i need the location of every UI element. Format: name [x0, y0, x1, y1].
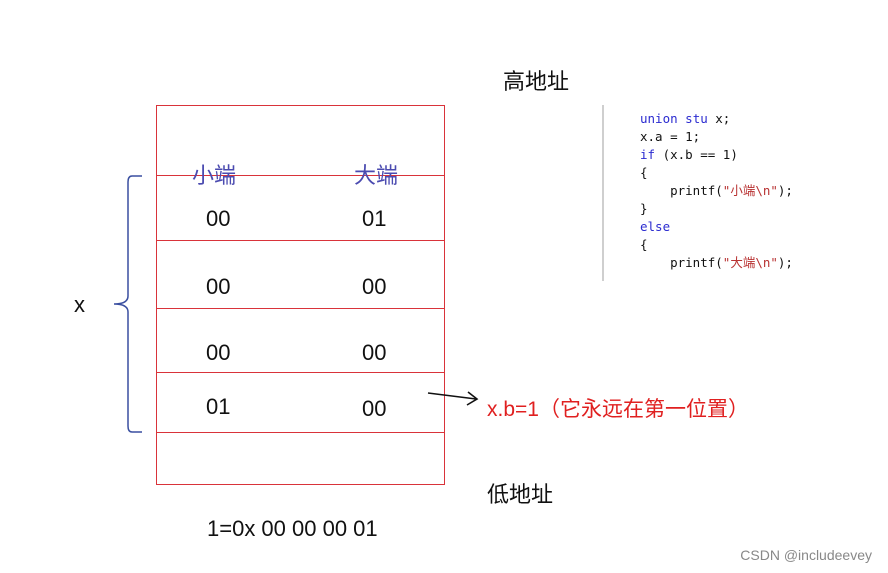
- grid-line: [156, 484, 445, 485]
- code-text: printf(: [640, 255, 723, 270]
- big-endian-header: 大端: [354, 164, 399, 189]
- code-text: );: [777, 255, 793, 270]
- grid-left-border: [156, 105, 157, 485]
- little-byte-2: 00: [206, 274, 231, 299]
- code-text: {: [640, 237, 648, 252]
- code-snippet: union stu x; x.a = 1; if (x.b == 1) { pr…: [602, 105, 804, 281]
- code-text: {: [640, 165, 648, 180]
- code-keyword: stu: [685, 111, 708, 126]
- watermark: CSDN @includeevey: [740, 547, 872, 563]
- grid-right-border: [444, 105, 445, 485]
- little-byte-4: 01: [206, 394, 231, 419]
- grid-line: [156, 432, 445, 433]
- code-line: else: [640, 218, 670, 236]
- code-string: "小端\n": [722, 183, 778, 198]
- grid-line: [156, 372, 445, 373]
- code-text: printf(: [640, 183, 723, 198]
- code-line: {: [640, 236, 648, 254]
- high-address-label: 高地址: [503, 70, 570, 95]
- little-byte-1: 00: [206, 206, 231, 231]
- little-byte-3: 00: [206, 340, 231, 365]
- code-line: {: [640, 164, 648, 182]
- code-line: printf("大端\n");: [640, 254, 793, 272]
- code-line: printf("小端\n");: [640, 182, 793, 200]
- code-text: }: [640, 201, 648, 216]
- code-keyword: union: [640, 111, 678, 126]
- code-string: "大端\n": [722, 255, 778, 270]
- code-text: x.a = 1;: [640, 129, 701, 144]
- code-line: }: [640, 200, 648, 218]
- code-text: x;: [707, 111, 731, 126]
- grid-line: [156, 308, 445, 309]
- big-byte-2: 00: [362, 274, 387, 299]
- variable-label: x: [74, 292, 85, 317]
- code-keyword: else: [640, 219, 671, 234]
- code-text: (x.b == 1): [655, 147, 738, 162]
- big-byte-3: 00: [362, 340, 387, 365]
- low-address-label: 低地址: [487, 483, 554, 508]
- code-line: x.a = 1;: [640, 128, 700, 146]
- code-keyword: if: [640, 147, 656, 162]
- code-line: if (x.b == 1): [640, 146, 738, 164]
- big-byte-1: 01: [362, 206, 387, 231]
- grid-line: [156, 105, 445, 106]
- equation-text: 1=0x 00 00 00 01: [207, 516, 378, 541]
- arrow-icon: [427, 391, 479, 406]
- grid-line: [156, 175, 445, 176]
- curly-brace: [113, 175, 142, 433]
- code-text: );: [777, 183, 793, 198]
- code-line: union stu x;: [640, 110, 730, 128]
- annotation-text: x.b=1（它永远在第一位置）: [487, 398, 749, 421]
- grid-line: [156, 240, 445, 241]
- little-endian-header: 小端: [192, 164, 237, 189]
- big-byte-4: 00: [362, 396, 387, 421]
